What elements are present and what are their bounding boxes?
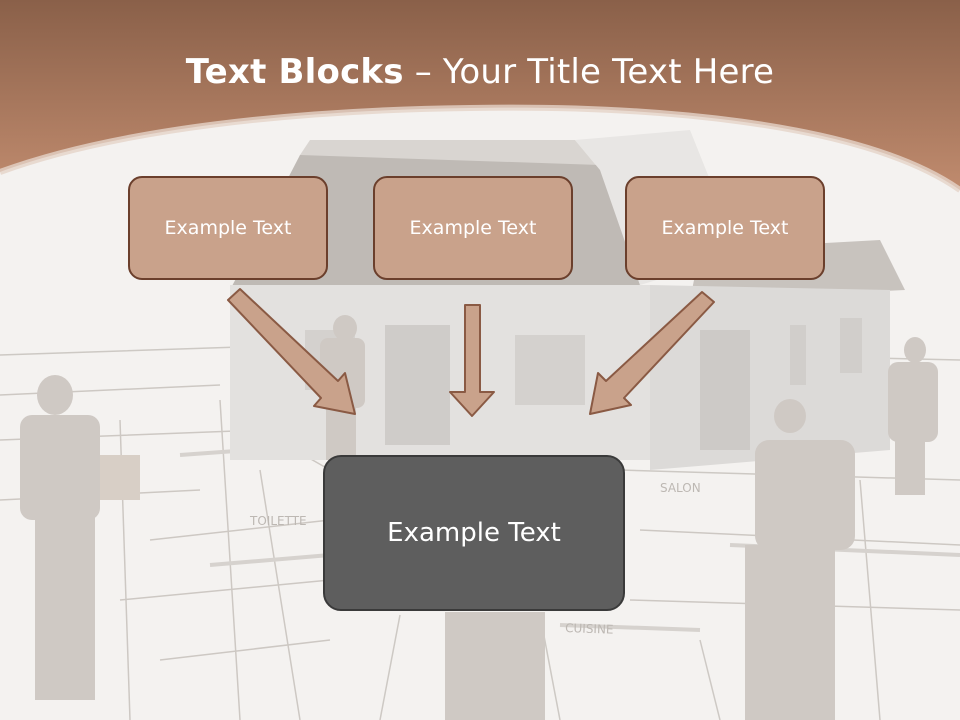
slide-title: Text Blocks – Your Title Text Here (0, 52, 960, 92)
header-band (0, 0, 960, 190)
text-block-left-label: Example Text (164, 217, 292, 239)
svg-text:TOILETTE: TOILETTE (249, 514, 307, 528)
title-dash: – (403, 52, 443, 92)
svg-text:CUISINE: CUISINE (565, 621, 614, 637)
text-block-main[interactable]: Example Text (323, 455, 625, 611)
text-block-right[interactable]: Example Text (625, 176, 825, 280)
text-block-main-label: Example Text (387, 518, 561, 548)
title-rest: Your Title Text Here (442, 52, 775, 92)
text-block-right-label: Example Text (661, 217, 789, 239)
blueprint-labels: CUISINE TOILETTE SALON (249, 481, 701, 637)
text-block-left[interactable]: Example Text (128, 176, 328, 280)
title-bold: Text Blocks (185, 52, 404, 92)
text-block-center[interactable]: Example Text (373, 176, 573, 280)
text-block-center-label: Example Text (409, 217, 537, 239)
svg-text:SALON: SALON (660, 481, 701, 495)
